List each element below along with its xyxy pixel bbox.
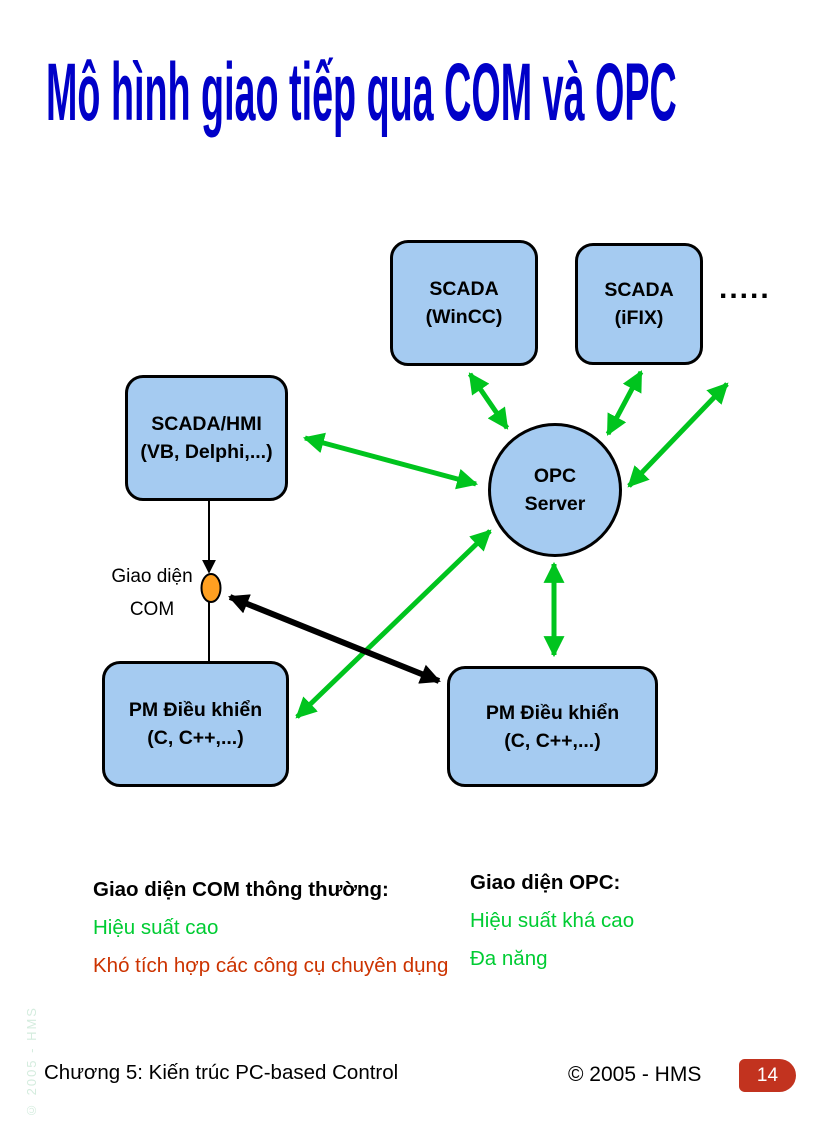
more-clients-ellipsis: ..... — [719, 272, 771, 305]
node-label: SCADA — [604, 279, 674, 301]
node-sublabel: (WinCC) — [425, 306, 503, 328]
note-opc-point-1: Hiệu suất khá cao — [470, 909, 635, 932]
note-com-point-1: Hiệu suất cao — [93, 916, 219, 939]
footer-copyright: © 2005 - HMS — [568, 1063, 702, 1086]
page-number-badge: 14 — [739, 1059, 796, 1092]
node-sublabel: (VB, Delphi,...) — [140, 441, 273, 463]
node-sublabel: Server — [524, 493, 586, 515]
arrow-ifix-opc — [605, 370, 644, 436]
com-interface-label: Giao diện COM — [105, 560, 199, 626]
arrow-more-opc — [627, 382, 729, 488]
note-com-heading: Giao diện COM thông thường: — [93, 878, 389, 901]
com-interface-label-line2: COM — [129, 599, 175, 620]
node-label: SCADA — [429, 278, 499, 300]
page-number: 14 — [756, 1064, 779, 1086]
com-port-ellipse — [200, 573, 222, 603]
slide-title: Mô hình giao tiếp qua COM và OPC — [46, 47, 677, 138]
node-opc-server: OPC Server — [488, 423, 622, 557]
node-sublabel: (iFIX) — [614, 307, 664, 329]
footer-chapter-title: Chương 5: Kiến trúc PC-based Control — [44, 1061, 399, 1084]
left-edge-watermark: © 2005 - HMS — [24, 1006, 39, 1118]
node-label: SCADA/HMI — [151, 413, 262, 435]
com-interface-label-line1: Giao diện — [111, 566, 193, 587]
node-label: PM Điều khiển — [485, 701, 620, 724]
node-pm-control-right: PM Điều khiển (C, C++,...) — [447, 666, 658, 787]
node-scada-hmi: SCADA/HMI (VB, Delphi,...) — [125, 375, 288, 501]
node-sublabel: (C, C++,...) — [147, 727, 244, 749]
note-com-interface: Giao diện COM thông thường: Hiệu suất ca… — [93, 871, 448, 985]
node-pm-control-left: PM Điều khiển (C, C++,...) — [102, 661, 289, 787]
arrow-wincc-opc — [467, 372, 510, 430]
note-opc-heading: Giao diện OPC: — [470, 871, 621, 894]
node-scada-wincc: SCADA (WinCC) — [390, 240, 538, 366]
note-opc-interface: Giao diện OPC: Hiệu suất khá cao Đa năng — [470, 864, 634, 978]
node-sublabel: (C, C++,...) — [504, 729, 601, 752]
note-com-point-2: Khó tích hợp các công cụ chuyên dụng — [93, 954, 449, 977]
note-opc-point-2: Đa năng — [470, 947, 548, 970]
arrow-hmi-opc — [302, 432, 479, 490]
node-label: OPC — [533, 465, 577, 487]
node-scada-ifix: SCADA (iFIX) — [575, 243, 703, 365]
node-label: PM Điều khiển — [128, 699, 263, 721]
